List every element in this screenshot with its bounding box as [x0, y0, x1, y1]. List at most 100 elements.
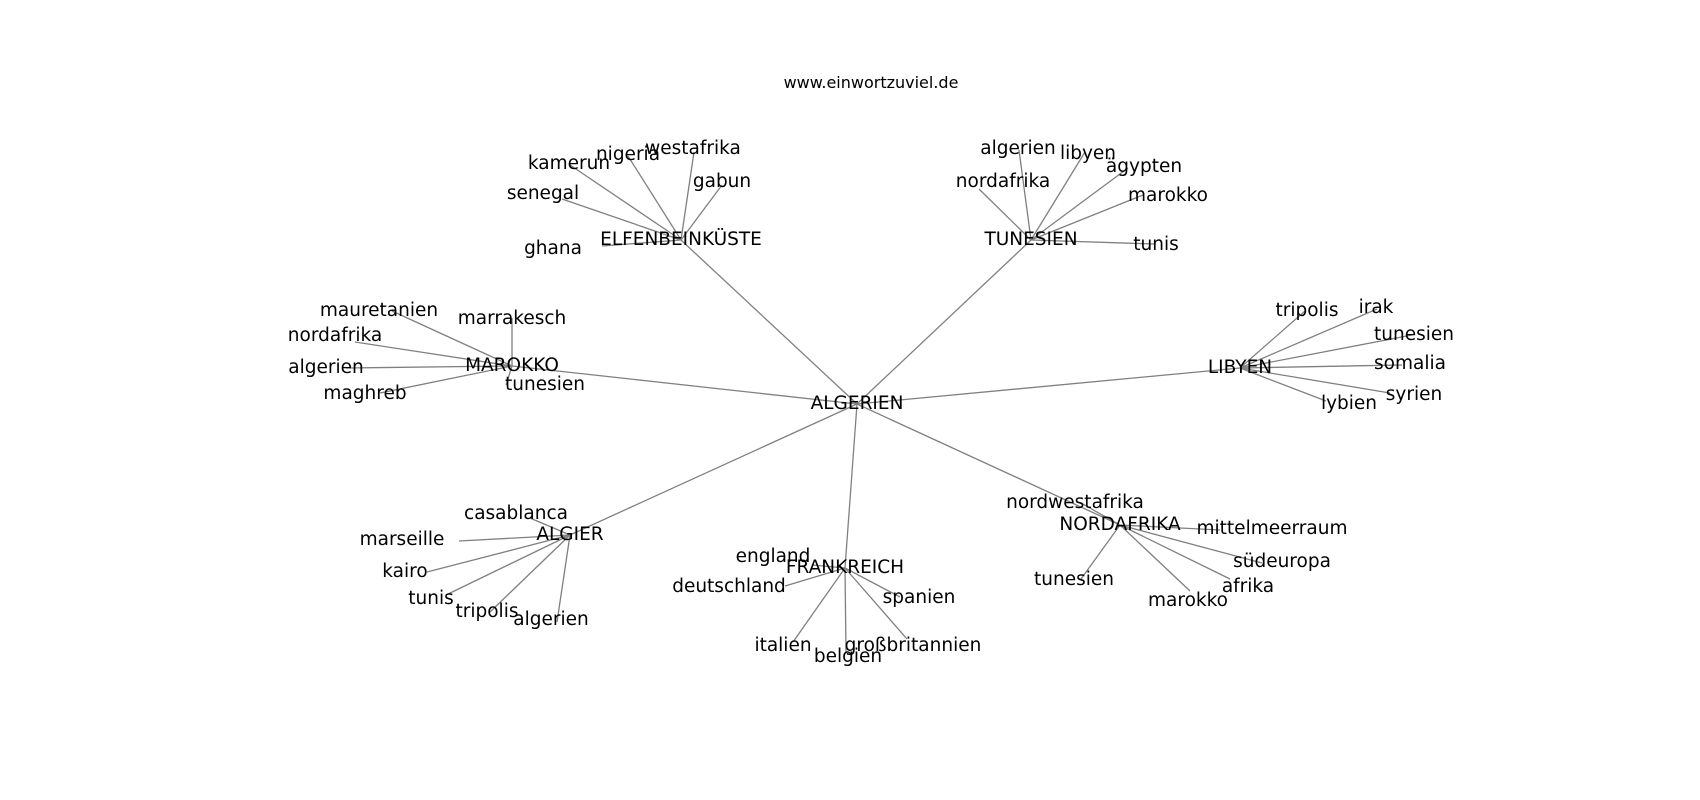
edge-tunesien-to-tunis	[1030, 239, 1155, 245]
leaf-node-libyen-lybien: lybien	[1321, 393, 1377, 414]
hub-node-libyen: LIBYEN	[1208, 357, 1272, 378]
edge-nordafrika-to-tunesien	[1080, 524, 1121, 580]
hub-node-nordafrika: NORDAFRIKA	[1059, 514, 1181, 535]
leaf-node-tunesien-tunis: tunis	[1133, 234, 1178, 255]
leaf-node-tunesien-nordafrika: nordafrika	[956, 171, 1050, 192]
edge-libyen-to-lybien	[1239, 367, 1327, 402]
edge-algier-to-tripolis	[489, 534, 571, 613]
leaf-node-frankreich-spanien: spanien	[883, 587, 956, 608]
edge-nordafrika-to-marokko	[1119, 524, 1191, 592]
leaf-node-nordafrika-tunesien: tunesien	[1034, 569, 1114, 590]
leaf-node-algier-casablanca: casablanca	[464, 503, 568, 524]
edge-center-to-elfenbeinkueste	[680, 239, 858, 405]
edge-frankreich-to-england	[811, 564, 846, 569]
labels-layer: ALGERIENELFENBEINKÜSTEwestafrikanigeriak…	[288, 138, 1454, 667]
edge-elfenbeinkueste-to-kamerun	[569, 164, 682, 241]
edge-elfenbeinkueste-to-westafrika	[680, 151, 695, 241]
edge-libyen-to-irak	[1239, 308, 1378, 369]
hub-node-frankreich: FRANKREICH	[786, 557, 904, 578]
leaf-node-tunesien-aegypten: ägypten	[1106, 156, 1182, 177]
center-node-algerien: ALGERIEN	[811, 393, 904, 414]
edge-algier-to-algerien	[556, 534, 571, 623]
edge-marokko-to-nordafrika	[354, 341, 513, 367]
leaf-node-elfenbeinkueste-kamerun: kamerun	[528, 153, 610, 174]
leaf-node-elfenbeinkueste-senegal: senegal	[507, 183, 579, 204]
leaf-node-tunesien-algerien: algerien	[980, 138, 1055, 159]
leaf-node-algier-tunis: tunis	[408, 588, 453, 609]
leaf-node-elfenbeinkueste-nigeria: nigeria	[596, 144, 660, 165]
edge-tunesien-to-libyen	[1030, 151, 1086, 241]
edge-center-to-tunesien	[856, 239, 1032, 405]
edge-nordafrika-to-afrika	[1119, 524, 1231, 580]
edge-algier-to-marseille	[458, 534, 571, 542]
edge-center-to-nordafrika	[856, 403, 1121, 526]
leaf-node-libyen-somalia: somalia	[1374, 353, 1446, 374]
edge-nordafrika-to-suedeuropa	[1119, 524, 1263, 564]
leaf-node-libyen-irak: irak	[1359, 297, 1394, 318]
leaf-node-libyen-tunesien: tunesien	[1374, 324, 1454, 345]
leaf-node-elfenbeinkueste-westafrika: westafrika	[645, 138, 741, 159]
edge-algier-to-tunis	[445, 534, 571, 596]
edge-center-to-algier	[569, 403, 858, 536]
leaf-node-elfenbeinkueste-ghana: ghana	[524, 238, 582, 259]
edge-frankreich-to-spanien	[844, 567, 901, 598]
edge-nordafrika-to-nordwestafrika	[1080, 502, 1121, 526]
leaf-node-frankreich-deutschland: deutschland	[672, 576, 786, 597]
edge-algier-to-kairo	[426, 534, 571, 573]
edge-libyen-to-syrien	[1239, 367, 1391, 394]
leaf-node-elfenbeinkueste-gabun: gabun	[693, 171, 751, 192]
leaf-node-tunesien-marokko: marokko	[1128, 185, 1208, 206]
hub-node-elfenbeinkueste: ELFENBEINKÜSTE	[600, 228, 762, 250]
edge-libyen-to-tripolis	[1239, 310, 1306, 369]
edge-elfenbeinkueste-to-nigeria	[627, 155, 682, 241]
edge-libyen-to-tunesien	[1239, 334, 1413, 369]
leaf-node-algier-marseille: marseille	[360, 529, 445, 550]
edge-frankreich-to-belgien	[844, 567, 847, 654]
hub-node-marokko: MAROKKO	[465, 355, 559, 376]
edge-frankreich-to-italien	[792, 567, 846, 643]
edge-center-to-libyen	[856, 367, 1241, 405]
leaf-node-marokko-marrakesch: marrakesch	[458, 308, 567, 329]
leaf-node-frankreich-grossbritannien: großbritannien	[845, 635, 982, 656]
leaf-node-nordafrika-suedeuropa: südeuropa	[1233, 551, 1331, 572]
hub-node-algier: ALGIER	[536, 524, 603, 545]
leaf-node-algier-algerien: algerien	[513, 609, 588, 630]
edge-frankreich-to-grossbritannien	[844, 567, 908, 640]
edge-center-to-marokko	[511, 365, 858, 405]
leaf-node-marokko-tunesien: tunesien	[505, 374, 585, 395]
leaf-node-nordafrika-mittelmeerraum: mittelmeerraum	[1197, 518, 1348, 539]
edge-elfenbeinkueste-to-ghana	[601, 239, 682, 247]
edge-tunesien-to-marokko	[1030, 194, 1144, 241]
edges-layer	[345, 149, 1413, 654]
leaf-node-frankreich-belgien: belgien	[814, 646, 882, 667]
leaf-node-marokko-algerien: algerien	[288, 357, 363, 378]
edge-tunesien-to-algerien	[1018, 149, 1032, 241]
hub-node-tunesien: TUNESIEN	[983, 229, 1077, 250]
edge-nordafrika-to-mittelmeerraum	[1119, 524, 1221, 531]
leaf-node-frankreich-italien: italien	[754, 635, 811, 656]
leaf-node-nordafrika-afrika: afrika	[1222, 576, 1274, 597]
leaf-node-nordafrika-nordwestafrika: nordwestafrika	[1006, 492, 1144, 513]
edge-marokko-to-algerien	[345, 365, 513, 369]
leaf-node-libyen-tripolis: tripolis	[1276, 300, 1339, 321]
edge-algier-to-casablanca	[529, 517, 571, 536]
leaf-node-libyen-syrien: syrien	[1386, 384, 1442, 405]
edge-center-to-frankreich	[844, 403, 858, 569]
edge-frankreich-to-deutschland	[784, 567, 846, 587]
edge-marokko-to-tunesien	[505, 365, 513, 386]
leaf-node-frankreich-england: england	[736, 546, 811, 567]
leaf-node-marokko-mauretanien: mauretanien	[320, 300, 438, 321]
site-credit: www.einwortzuviel.de	[784, 73, 959, 92]
edge-tunesien-to-nordafrika	[978, 188, 1032, 241]
edge-libyen-to-somalia	[1239, 364, 1403, 369]
leaf-node-tunesien-libyen: libyen	[1060, 143, 1116, 164]
edge-marokko-to-maghreb	[379, 365, 513, 394]
edge-elfenbeinkueste-to-gabun	[680, 184, 723, 241]
leaf-node-algier-tripolis: tripolis	[456, 601, 519, 622]
leaf-node-algier-kairo: kairo	[382, 561, 427, 582]
edge-elfenbeinkueste-to-senegal	[561, 198, 682, 241]
leaf-node-marokko-maghreb: maghreb	[323, 383, 406, 404]
leaf-node-nordafrika-marokko: marokko	[1148, 590, 1228, 611]
leaf-node-marokko-nordafrika: nordafrika	[288, 325, 382, 346]
